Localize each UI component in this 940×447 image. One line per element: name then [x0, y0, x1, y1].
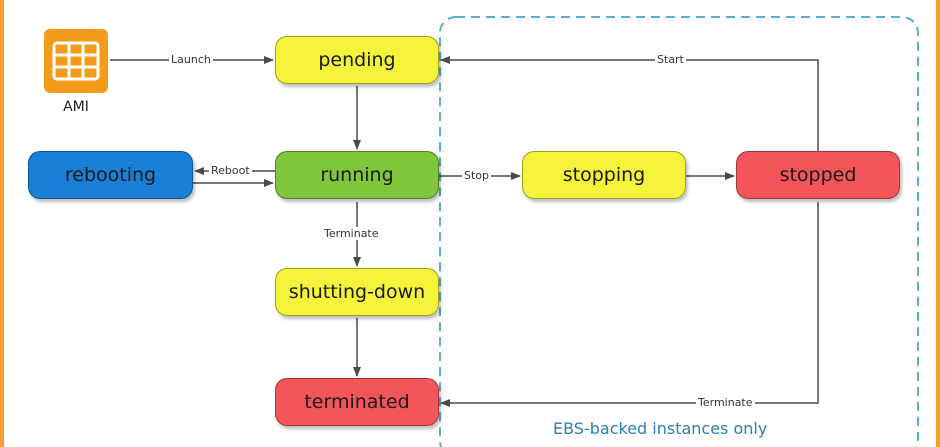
server-grid-icon — [44, 29, 108, 93]
state-terminated: terminated — [275, 378, 439, 426]
ebs-region-label: EBS-backed instances only — [553, 419, 768, 438]
state-pending: pending — [275, 36, 439, 84]
state-stopping: stopping — [522, 151, 686, 199]
frame-left-edge — [0, 0, 4, 447]
stop-label: Stop — [462, 169, 492, 182]
reboot-label: Reboot — [209, 164, 252, 177]
server-grid-glyph — [52, 41, 100, 81]
state-stopped: stopped — [736, 151, 900, 199]
state-rebooting: rebooting — [28, 151, 193, 199]
terminate-running-label: Terminate — [322, 227, 381, 240]
launch-label: Launch — [169, 53, 213, 66]
start-arrow — [440, 56, 819, 151]
frame-right-edge — [936, 0, 940, 447]
state-running: running — [275, 151, 439, 199]
terminate-stopped-label: Terminate — [696, 396, 755, 409]
state-shutting-down: shutting-down — [275, 268, 439, 316]
ebs-region-boundary — [439, 16, 919, 447]
start-label: Start — [655, 53, 686, 66]
terminate-stopped-arrow — [440, 202, 819, 407]
ami-label: AMI — [63, 99, 89, 115]
